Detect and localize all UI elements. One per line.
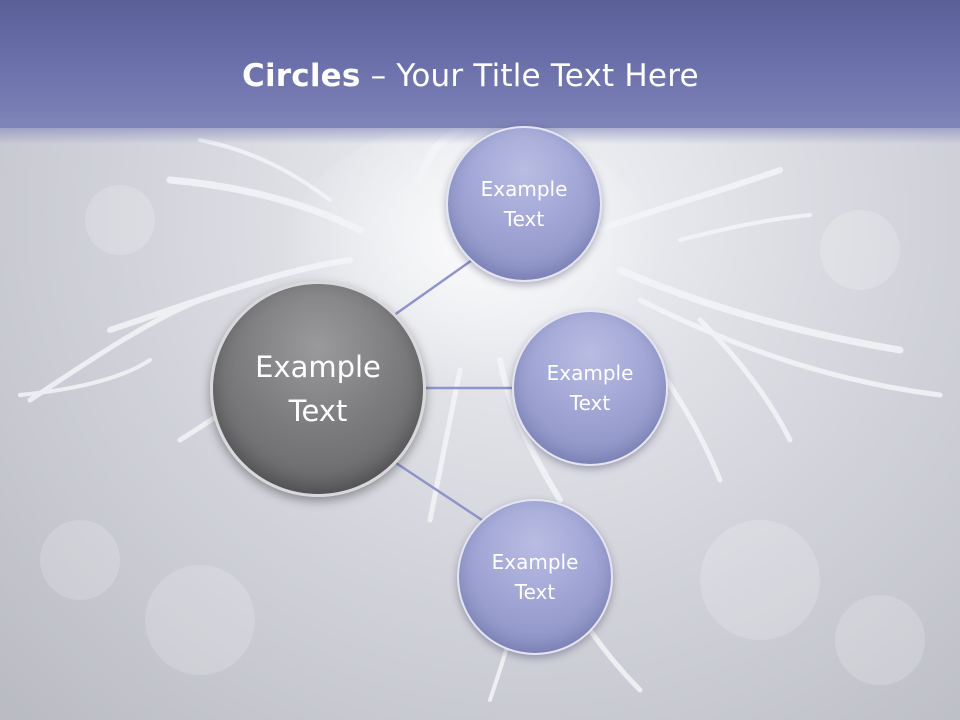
title-bar bbox=[0, 0, 960, 128]
node-3-line-1: Example bbox=[491, 550, 579, 574]
connector-to-node-3 bbox=[395, 461, 483, 522]
node-circle-2[interactable]: Example Text bbox=[512, 310, 668, 466]
slide-title[interactable]: Circles – Your Title Text Here bbox=[242, 52, 699, 100]
node-1-line-2: Text bbox=[503, 207, 545, 231]
center-circle[interactable]: Example Text bbox=[210, 281, 426, 497]
node-2-line-2: Text bbox=[569, 391, 611, 415]
connector-to-node-1 bbox=[389, 256, 476, 320]
node-2-line-1: Example bbox=[546, 361, 634, 385]
center-circle-line-2: Text bbox=[288, 394, 348, 428]
center-circle-line-1: Example bbox=[255, 350, 381, 384]
node-3-line-2: Text bbox=[514, 580, 556, 604]
node-circle-3[interactable]: Example Text bbox=[457, 499, 613, 655]
title-rest: – Your Title Text Here bbox=[360, 58, 699, 94]
node-circle-1[interactable]: Example Text bbox=[446, 126, 602, 282]
node-1-line-1: Example bbox=[480, 177, 568, 201]
title-bold: Circles bbox=[242, 58, 361, 94]
